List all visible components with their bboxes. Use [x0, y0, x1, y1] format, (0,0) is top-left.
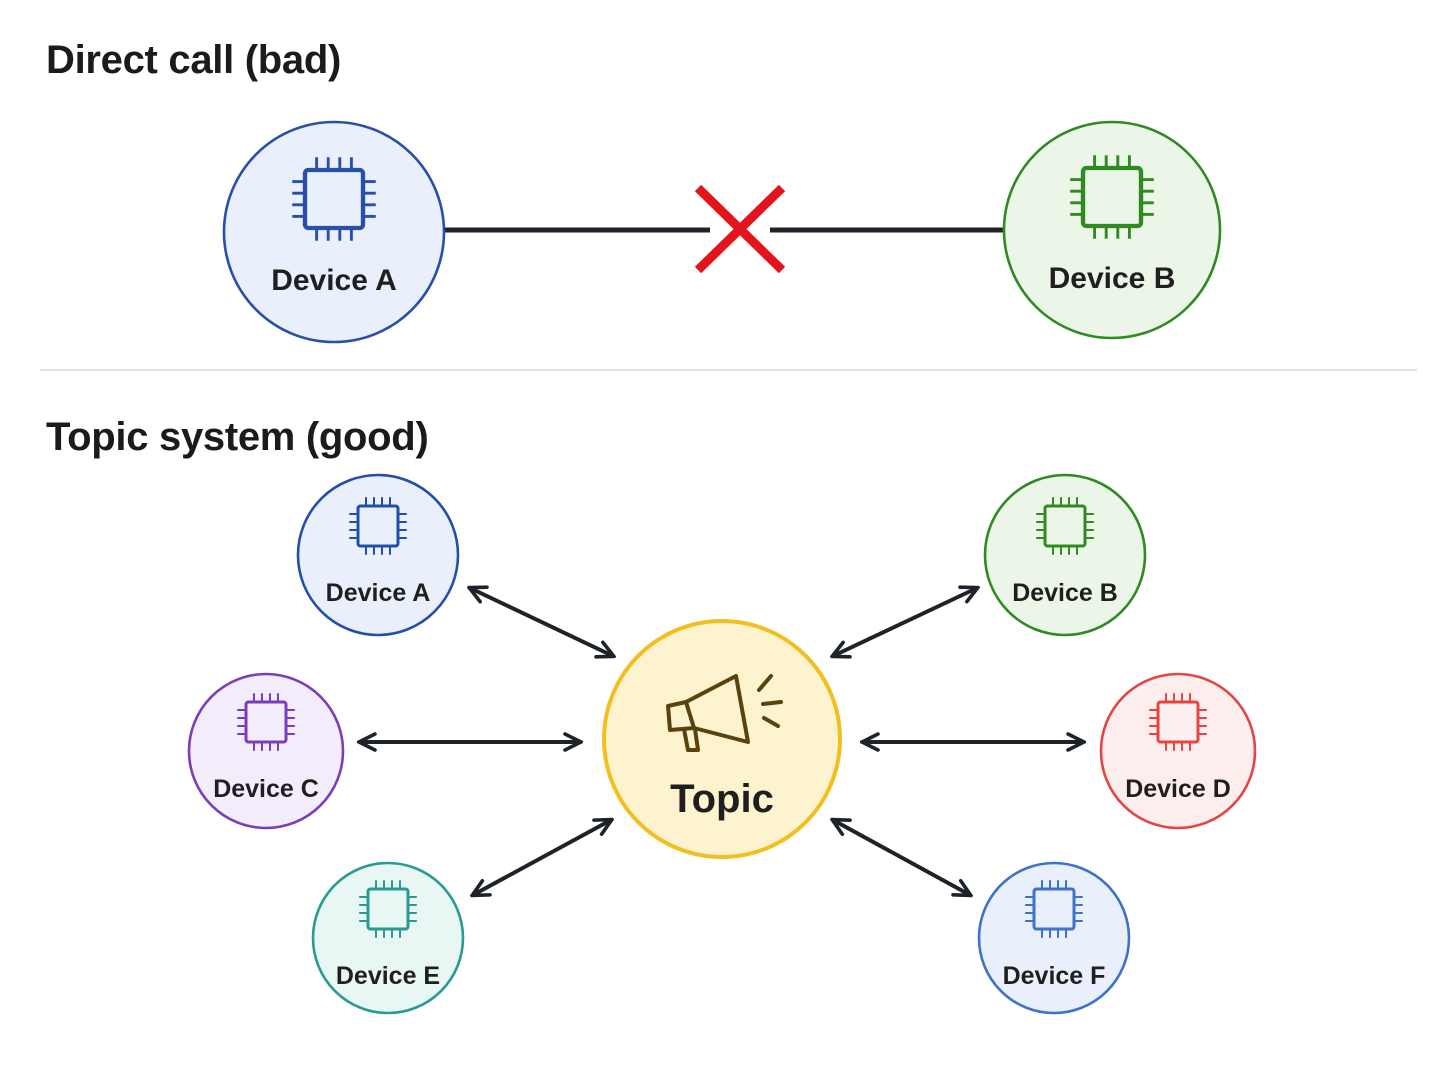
device-circle: [1002, 120, 1222, 340]
chip-icon: [292, 157, 376, 241]
direct-call-device-b: Device B: [1002, 120, 1222, 340]
device-label: Device B: [1012, 579, 1118, 607]
topic-device-c: Device C: [187, 672, 345, 830]
chip-icon: [237, 693, 295, 751]
device-label: Device A: [271, 264, 397, 297]
section-title-direct-call: Direct call (bad): [46, 38, 341, 82]
topic-device-f: Device F: [977, 861, 1131, 1015]
topic-device-e: Device E: [311, 861, 465, 1015]
topic-device-b: Device B: [983, 473, 1147, 637]
device-circle: [296, 473, 460, 637]
device-circle: [983, 473, 1147, 637]
device-label: Device C: [213, 775, 319, 803]
chip-icon: [359, 880, 417, 938]
device-circle: [977, 861, 1131, 1015]
cross-icon: [694, 184, 786, 274]
device-label: Device A: [326, 579, 431, 607]
chip-icon: [1025, 880, 1083, 938]
bidirectional-arrow-device-a: [470, 588, 613, 656]
device-label: Device D: [1125, 775, 1231, 803]
topic-device-a: Device A: [296, 473, 460, 637]
bidirectional-arrow-device-e: [473, 820, 611, 895]
chip-icon: [349, 497, 407, 555]
section-title-topic-system: Topic system (good): [46, 415, 429, 459]
topic-label: Topic: [670, 777, 774, 821]
device-circle: [1099, 672, 1257, 830]
topic-hub: Topic: [602, 619, 842, 859]
device-label: Device B: [1049, 262, 1176, 295]
device-circle: [311, 861, 465, 1015]
device-label: Device F: [1003, 962, 1106, 990]
bidirectional-arrow-device-f: [833, 820, 970, 895]
section-divider: [40, 369, 1417, 371]
topic-circle: [602, 619, 842, 859]
device-circle: [222, 120, 446, 344]
megaphone-icon: [666, 674, 783, 752]
chip-icon: [1149, 693, 1207, 751]
chip-icon: [1070, 155, 1154, 239]
device-label: Device E: [336, 962, 440, 990]
topic-device-d: Device D: [1099, 672, 1257, 830]
chip-icon: [1036, 497, 1094, 555]
device-circle: [187, 672, 345, 830]
direct-call-device-a: Device A: [222, 120, 446, 344]
bidirectional-arrow-device-b: [833, 588, 977, 656]
